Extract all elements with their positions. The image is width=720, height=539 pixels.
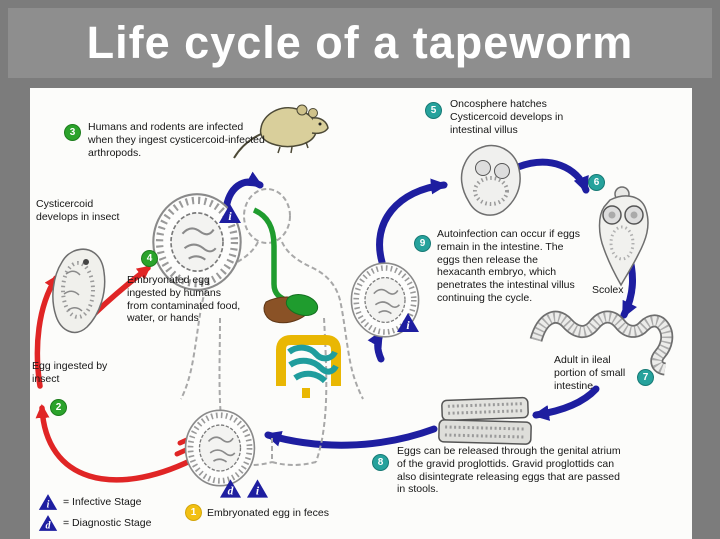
infective-triangle-egg: i [219, 204, 241, 223]
oncosphere-drawing [460, 144, 521, 216]
gravid-proglottid-drawing [438, 396, 532, 445]
cysticercoid-insect-label: Cysticercoid develops in insect [36, 198, 120, 223]
diagram-artwork [34, 104, 674, 539]
egg-in-feces-drawing [186, 410, 255, 485]
scolex-label: Scolex [592, 284, 624, 296]
step-3-badge: 3 [64, 124, 81, 141]
diagnostic-stage-icon: d [38, 514, 58, 531]
svg-text:i: i [47, 499, 50, 510]
step-8-text: Eggs can be released through the genital… [397, 445, 621, 496]
infective-stage-icon: i [38, 493, 58, 510]
step-9-badge: 9 [414, 235, 431, 252]
step-8-badge: 8 [372, 454, 389, 471]
step-1-badge: 1 [185, 504, 202, 521]
digestive-tract [252, 207, 341, 398]
step-7-badge: 7 [637, 369, 654, 386]
infective-triangle-feces: i [246, 479, 269, 498]
legend-diagnostic-label: = Diagnostic Stage [63, 516, 152, 529]
infective-triangle-intestine: i [397, 313, 419, 332]
adult-worm-drawing [529, 310, 674, 376]
rodent-drawing [233, 104, 329, 159]
adult-worm-label: Adult in ileal portion of small intestin… [554, 354, 626, 392]
step-2-badge: 2 [50, 399, 67, 416]
svg-text:d: d [228, 486, 234, 498]
step-1-text: Embryonated egg in feces [207, 507, 329, 519]
svg-text:i: i [256, 486, 260, 498]
cysticercoid-insect-drawing [52, 248, 106, 334]
svg-text:i: i [406, 318, 410, 332]
step-4-text: Embryonated egg ingested by humans from … [127, 274, 241, 325]
title-banner: Life cycle of a tapeworm [8, 8, 712, 78]
blue-cycle-arrows [222, 158, 637, 449]
svg-text:i: i [228, 209, 232, 223]
scolex-drawing [598, 186, 649, 287]
svg-text:d: d [46, 520, 52, 531]
step-3-text: Humans and rodents are infected when the… [88, 121, 265, 159]
step-6-badge: 6 [588, 174, 605, 191]
step-2-text: Egg ingested by insect [32, 360, 108, 385]
step-5-text: Oncosphere hatches Cysticercoid develops… [450, 98, 564, 136]
legend-infective-label: = Infective Stage [63, 495, 142, 508]
diagnostic-triangle-feces: d [219, 479, 242, 498]
step-9-text: Autoinfection can occur if eggs remain i… [437, 228, 581, 304]
legend-row-diagnostic: d = Diagnostic Stage [38, 512, 151, 533]
legend-row-infective: i = Infective Stage [38, 491, 151, 512]
page-title: Life cycle of a tapeworm [86, 17, 634, 68]
step-4-badge: 4 [141, 250, 158, 267]
step-5-badge: 5 [425, 102, 442, 119]
legend: i = Infective Stage d = Diagnostic Stage [38, 491, 151, 533]
diagram-panel: 1 2 3 4 5 6 7 8 9 Humans and rodents are… [30, 88, 692, 539]
